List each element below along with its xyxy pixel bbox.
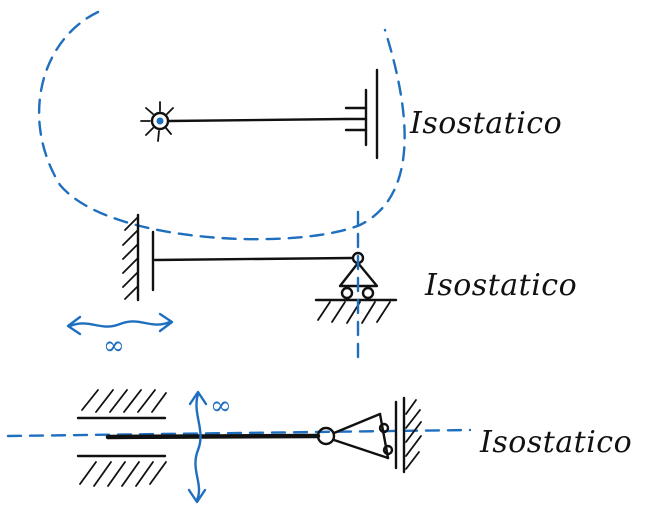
label-isostatico-2: Isostatico	[424, 268, 577, 303]
slider-support-icon	[344, 68, 379, 160]
structure-1: Isostatico	[37, 10, 562, 241]
roller-support-icon	[314, 251, 398, 324]
label-isostatico-3: Isostatico	[479, 425, 632, 460]
rotation-circle-dashed	[37, 10, 406, 241]
structure-3: ∞ Isostatico	[6, 389, 632, 504]
vertical-translation-arrow	[187, 390, 208, 504]
label-isostatico-1: Isostatico	[409, 106, 562, 141]
right-wall-icon	[394, 396, 422, 474]
hinge-icon	[316, 426, 336, 446]
infinity-symbol-horizontal: ∞	[103, 331, 125, 361]
horizontal-translation-arrow	[66, 312, 174, 336]
beam-3	[105, 433, 321, 440]
rigid-link-icon	[332, 412, 394, 460]
beam-1	[167, 117, 348, 123]
fixed-wall-icon	[122, 213, 155, 302]
lower-guide-icon	[76, 454, 167, 487]
hinge-pole-icon	[140, 101, 174, 142]
infinity-symbol-vertical: ∞	[210, 391, 232, 421]
structure-2: ∞ Isostatico	[66, 210, 577, 362]
beam-2	[153, 256, 354, 262]
horizontal-axis-dashed	[6, 428, 472, 438]
upper-guide-icon	[76, 389, 167, 420]
